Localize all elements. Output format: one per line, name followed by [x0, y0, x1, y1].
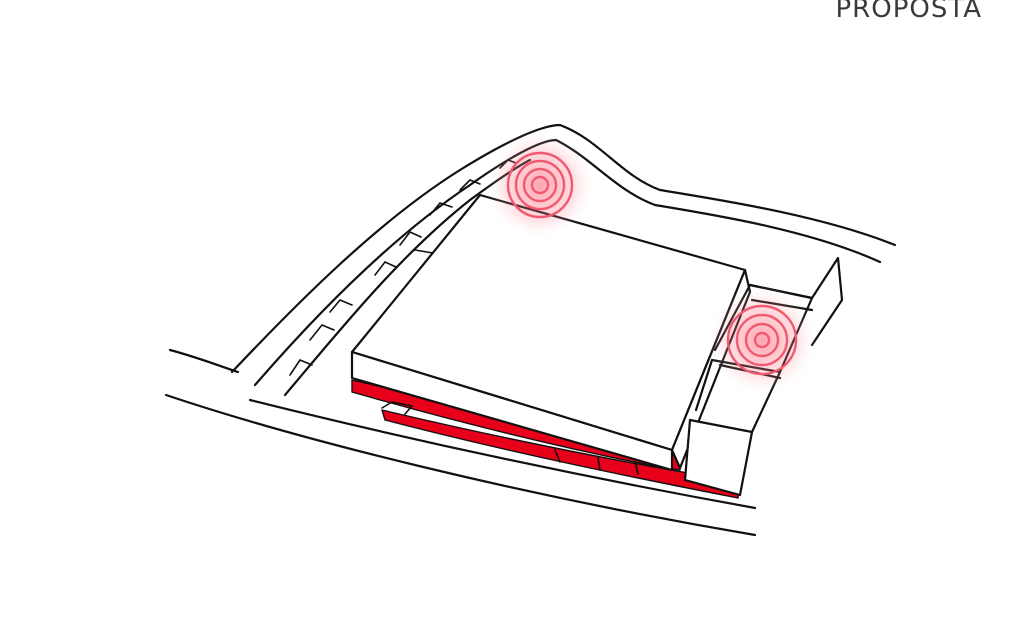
- hotspot-east: [706, 284, 818, 396]
- hotspot-north: [484, 129, 596, 241]
